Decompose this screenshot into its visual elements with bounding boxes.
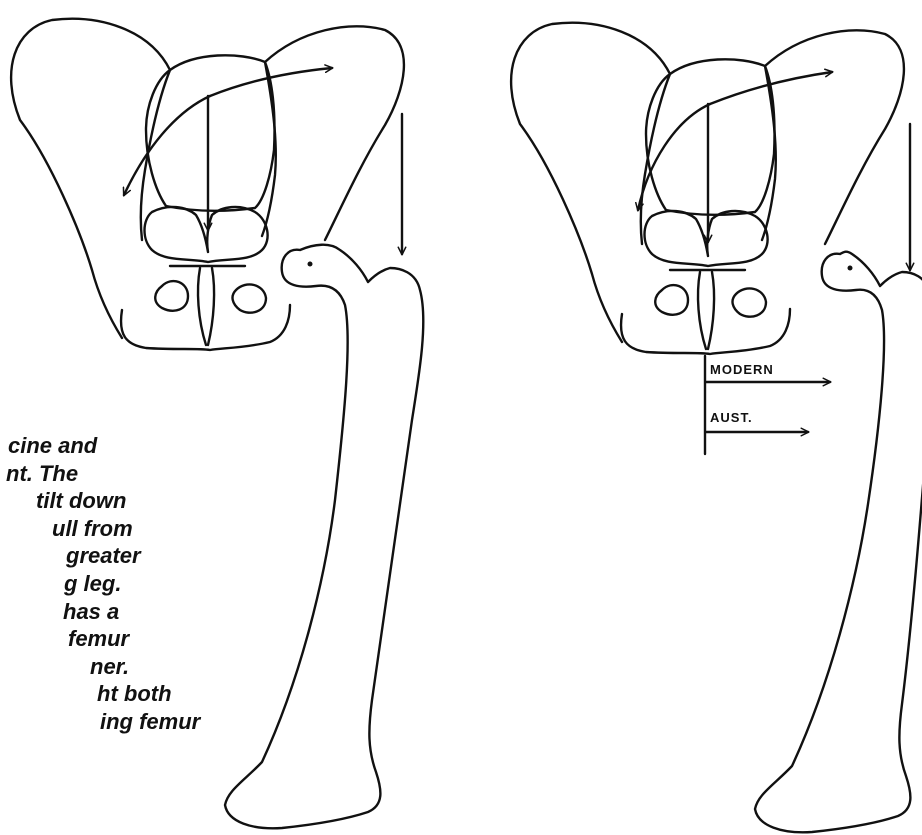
caption-line: ht both xyxy=(0,680,240,708)
obturator-left xyxy=(155,281,188,311)
left-ilium xyxy=(11,19,170,338)
fovea-dot xyxy=(848,266,853,271)
right-ilium xyxy=(265,26,404,240)
fovea-dot xyxy=(308,262,313,267)
obturator-left xyxy=(655,285,688,315)
arrow-tilt-left xyxy=(124,96,210,195)
right-figure: MODERN AUST. xyxy=(511,23,922,833)
sacral-lobes xyxy=(145,207,268,262)
sacral-lobes xyxy=(645,211,768,266)
pubic-symphysis xyxy=(170,266,245,345)
right-ilium xyxy=(765,30,904,244)
comparison-legend: MODERN AUST. xyxy=(705,356,830,454)
caption-line: ner. xyxy=(0,653,240,681)
caption-line: greater xyxy=(0,542,240,570)
sacrum xyxy=(646,59,775,215)
caption-line: cine and xyxy=(0,432,240,460)
caption-text: cine and nt. The tilt down ull from grea… xyxy=(0,432,240,736)
pubic-symphysis xyxy=(670,270,745,349)
caption-line: has a xyxy=(0,598,240,626)
label-modern: MODERN xyxy=(710,362,774,377)
label-aust: AUST. xyxy=(710,410,753,425)
caption-line: nt. The xyxy=(0,460,240,488)
caption-line: tilt down xyxy=(0,487,240,515)
caption-line: femur xyxy=(0,625,240,653)
femur xyxy=(225,245,423,829)
obturator-right xyxy=(233,284,266,312)
sacrum xyxy=(146,55,275,211)
caption-line: ing femur xyxy=(0,708,240,736)
caption-line: g leg. xyxy=(0,570,240,598)
caption-line: ull from xyxy=(0,515,240,543)
obturator-right xyxy=(733,288,766,316)
